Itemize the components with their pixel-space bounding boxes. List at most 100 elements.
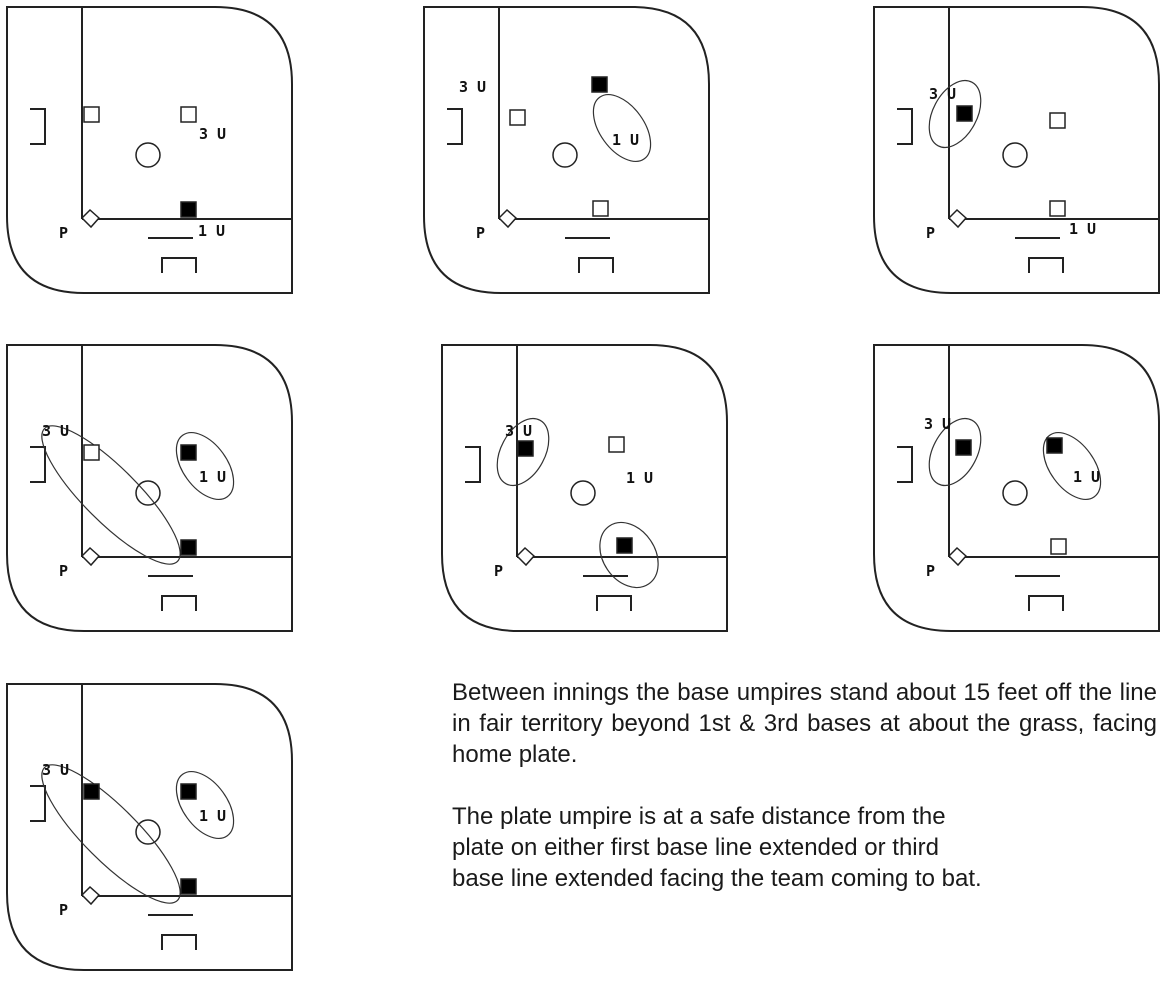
third-base-dugout-bracket [897, 108, 913, 145]
base-umpire-paragraph: Between innings the base umpires stand a… [452, 679, 1157, 768]
grouping-ellipse [592, 94, 652, 162]
field-outline [6, 344, 293, 632]
second-base [180, 783, 197, 800]
grouping-ellipse [41, 764, 181, 904]
third-base-dugout-bracket [30, 108, 46, 145]
first-umpire-label: 1 U [612, 131, 639, 149]
pitcher-label: P [59, 901, 68, 919]
grouping-ellipse [175, 771, 235, 839]
second-base [180, 444, 197, 461]
grouping-ellipse [928, 417, 982, 487]
pitcher-circle [135, 142, 161, 168]
field-outline [6, 683, 293, 971]
second-base [591, 76, 608, 93]
field-svg: P 3 U 1 U [6, 6, 293, 294]
pitcher-label: P [494, 562, 503, 580]
plate-umpire-line-3: base line extended facing the team comin… [452, 865, 982, 892]
field-outline [6, 6, 293, 294]
plate-umpire-line-1: The plate umpire is at a safe distance f… [452, 803, 946, 830]
second-base [180, 106, 197, 123]
pitcher-label: P [59, 224, 68, 242]
first-base [955, 439, 972, 456]
field-outline [873, 344, 1160, 632]
home-plate [80, 208, 101, 229]
diagram-4: P 3 U 1 U [5, 343, 305, 643]
home-dugout-bracket [161, 257, 197, 273]
pitcher-circle [1002, 142, 1028, 168]
third-umpire-label: 3 U [42, 422, 69, 440]
third-umpire-label: 3 U [199, 125, 226, 143]
third-umpire-label: 3 U [924, 415, 951, 433]
home-dugout-bracket [596, 595, 632, 611]
second-base [1046, 437, 1063, 454]
grouping-ellipse [41, 425, 181, 565]
grouping-ellipse [599, 521, 659, 589]
diagram-6: P 3 U 1 U [872, 343, 1161, 643]
third-base-dugout-bracket [30, 446, 46, 483]
third-base [180, 539, 197, 556]
third-umpire-label: 3 U [929, 85, 956, 103]
pitcher-circle [570, 480, 596, 506]
diagram-2: P 3 U 1 U [422, 5, 722, 305]
home-dugout-bracket [1028, 257, 1064, 273]
grouping-ellipse [1042, 432, 1102, 500]
grouping-ellipse [496, 417, 550, 487]
plate-umpire-paragraph: The plate umpire is at a safe distance f… [452, 801, 1157, 894]
third-base [592, 200, 609, 217]
field-svg: P 3 U 1 U [6, 683, 293, 971]
first-base [83, 783, 100, 800]
first-umpire-label: 1 U [1073, 468, 1100, 486]
third-base [1049, 200, 1066, 217]
first-base [83, 106, 100, 123]
diagram-5: P 3 U 1 U [440, 343, 740, 643]
third-base [616, 537, 633, 554]
field-svg: P 3 U 1 U [873, 6, 1160, 294]
third-base-dugout-bracket [447, 108, 463, 145]
field-svg: P 3 U 1 U [6, 344, 293, 632]
home-plate [947, 546, 968, 567]
home-dugout-bracket [578, 257, 614, 273]
field-outline [873, 6, 1160, 294]
third-base-dugout-bracket [30, 785, 46, 822]
field-svg: P 3 U 1 U [441, 344, 728, 632]
home-dugout-bracket [161, 595, 197, 611]
pitcher-label: P [926, 562, 935, 580]
diagram-1: P 3 U 1 U [5, 5, 305, 305]
second-base [608, 436, 625, 453]
home-plate [515, 546, 536, 567]
third-umpire-label: 3 U [459, 78, 486, 96]
first-umpire-label: 1 U [199, 468, 226, 486]
third-base-dugout-bracket [897, 446, 913, 483]
home-plate [80, 885, 101, 906]
field-outline [441, 344, 728, 632]
first-umpire-label: 1 U [626, 469, 653, 487]
third-base [180, 201, 197, 218]
home-dugout-bracket [1028, 595, 1064, 611]
first-base [509, 109, 526, 126]
first-umpire-label: 1 U [198, 222, 225, 240]
third-base [180, 878, 197, 895]
first-base [956, 105, 973, 122]
second-base [1049, 112, 1066, 129]
third-base-dugout-bracket [465, 446, 481, 483]
pitcher-circle [135, 480, 161, 506]
diagram-3: P 3 U 1 U [872, 5, 1161, 305]
home-plate [80, 546, 101, 567]
plate-umpire-line-2: plate on either first base line extended… [452, 834, 939, 861]
home-plate [497, 208, 518, 229]
first-base [83, 444, 100, 461]
first-umpire-label: 1 U [199, 807, 226, 825]
field-svg: P 3 U 1 U [423, 6, 710, 294]
pitcher-circle [1002, 480, 1028, 506]
third-base [1050, 538, 1067, 555]
pitcher-label: P [476, 224, 485, 242]
diagram-7: P 3 U 1 U [5, 682, 305, 982]
field-outline [423, 6, 710, 294]
pitcher-circle [552, 142, 578, 168]
field-svg: P 3 U 1 U [873, 344, 1160, 632]
home-dugout-bracket [161, 934, 197, 950]
grouping-ellipse [928, 79, 982, 149]
pitcher-label: P [59, 562, 68, 580]
pitcher-circle [135, 819, 161, 845]
explanation-text: Between innings the base umpires stand a… [452, 677, 1157, 925]
